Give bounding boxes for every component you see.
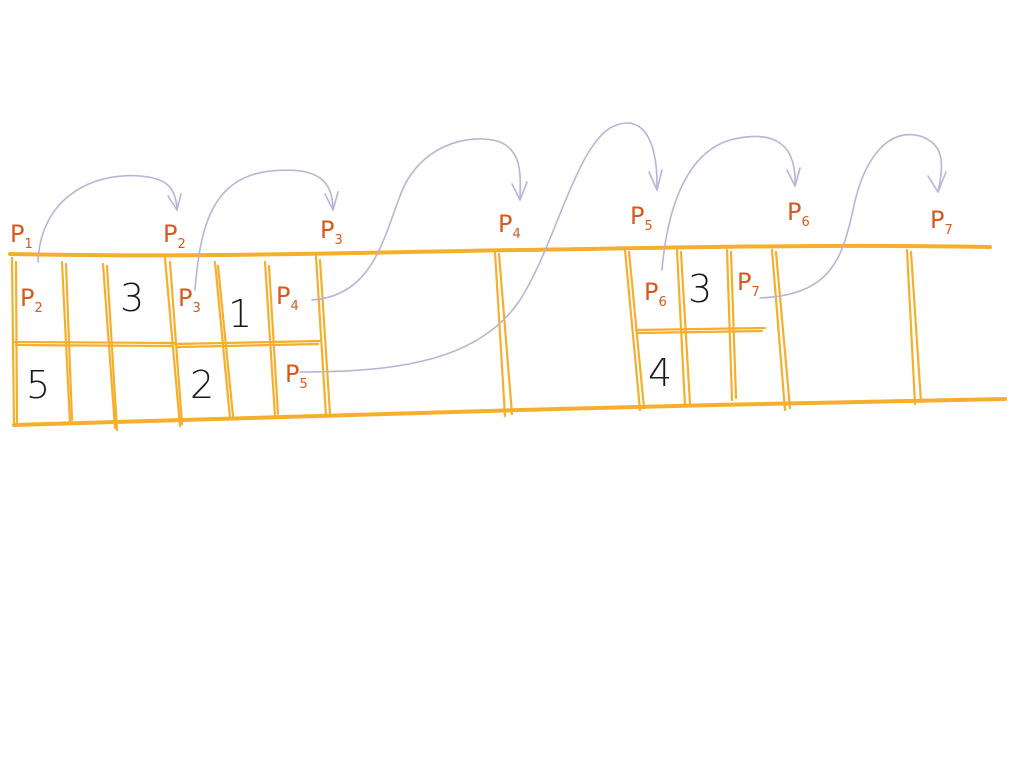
top-pointer-labels: P1 P2 P3 P4 P5 P6 P7	[10, 198, 953, 252]
cell-label-p2: P2	[20, 284, 43, 316]
top-label-p2: P2	[163, 220, 186, 252]
arrow-p5-p6	[661, 135, 796, 271]
vertical-dividers	[10, 248, 923, 432]
arrow-p1-p2	[37, 174, 178, 263]
arrow-p6-p7	[759, 133, 943, 299]
top-label-p5: P5	[630, 202, 653, 234]
cell-label-p5: P5	[285, 360, 308, 392]
cell-pointer-labels: P2 P3 P4 P5 P6 P7	[20, 268, 760, 392]
bottom-rail	[12, 397, 1007, 427]
cell-number-4: 4	[648, 351, 672, 395]
top-label-p4: P4	[498, 210, 521, 242]
arrow-p2-p3	[194, 169, 334, 291]
pointer-arrows	[37, 122, 947, 373]
cell-label-p6: P6	[644, 278, 667, 310]
middle-lines	[12, 326, 767, 349]
cell-label-p7: P7	[737, 268, 760, 300]
cell-label-p3: P3	[178, 284, 201, 316]
top-label-p1: P1	[10, 220, 33, 252]
cell-number-1: 1	[228, 292, 252, 336]
cell-number-2: 2	[190, 363, 214, 407]
cell-label-p4: P4	[276, 282, 299, 314]
cell-number-5: 5	[26, 363, 50, 407]
arrow-p4-p5	[299, 122, 658, 373]
top-rail	[8, 243, 992, 258]
cell-numbers: 3 1 5 2 3 4	[26, 267, 712, 407]
cell-number-3a: 3	[120, 276, 144, 320]
top-label-p7: P7	[930, 206, 953, 238]
arrow-p3-p4	[311, 138, 522, 301]
top-label-p3: P3	[320, 216, 343, 248]
cell-number-3b: 3	[688, 267, 712, 311]
top-label-p6: P6	[787, 198, 810, 230]
